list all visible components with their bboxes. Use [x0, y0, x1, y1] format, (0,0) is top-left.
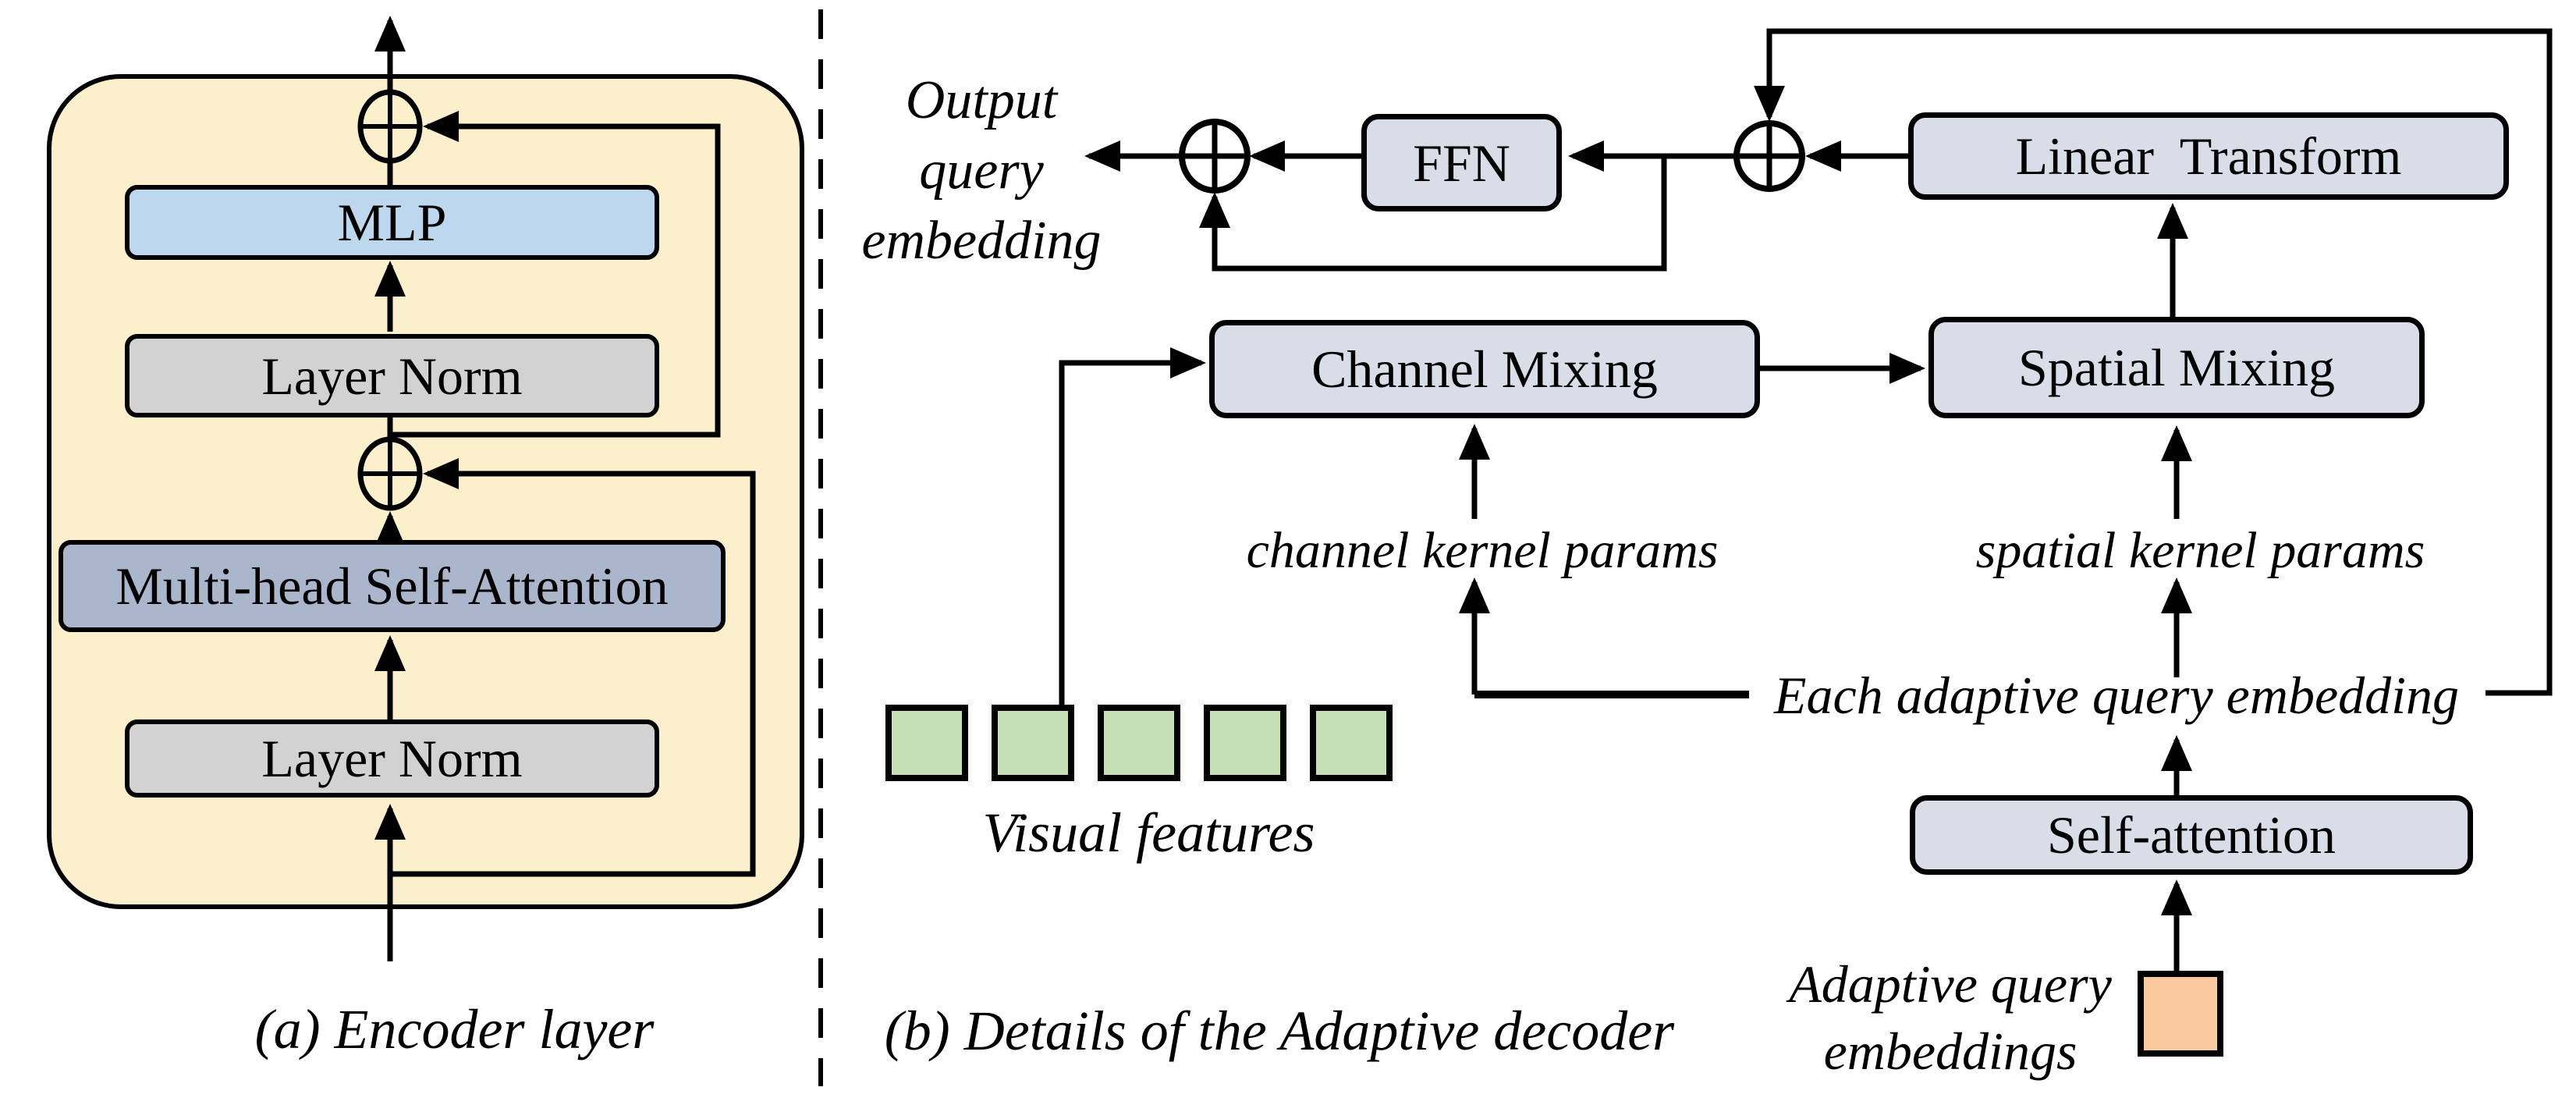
mlp-box-label: MLP — [337, 193, 447, 252]
linear-transform-box: Linear Transform — [1908, 112, 2509, 200]
add-icon — [357, 89, 423, 164]
adaptive-query-embedding-square — [2138, 971, 2223, 1057]
query-residual-loop — [1754, 28, 2553, 696]
msa-label: Multi-head Self-Attention — [115, 556, 669, 616]
visual-feature-square — [1310, 705, 1393, 781]
msa-residual-line — [390, 458, 756, 877]
add-icon — [1179, 119, 1251, 194]
add-icon — [1733, 120, 1805, 192]
output-query-embedding-label: Output query embedding — [861, 70, 1102, 271]
visual-feature-square — [1204, 705, 1286, 781]
layer-norm-bottom-label: Layer Norm — [261, 729, 523, 788]
visual-feature-square — [992, 705, 1074, 781]
layer-norm-bottom-box: Layer Norm — [125, 719, 659, 798]
spatial-mixing-label: Spatial Mixing — [2017, 338, 2336, 397]
channel-mixing-box: Channel Mixing — [1209, 320, 1760, 418]
add-icon — [357, 436, 423, 511]
mlp-box: MLP — [125, 185, 659, 260]
channel-kernel-params-label: channel kernel params — [1246, 522, 1719, 579]
visual-feature-square — [885, 705, 968, 781]
ffn-box: FFN — [1361, 114, 1562, 211]
visual-features-label: Visual features — [982, 801, 1315, 864]
ffn-residual-line — [1199, 156, 1667, 272]
layer-norm-top-label: Layer Norm — [261, 346, 523, 406]
multi-head-self-attention-box: Multi-head Self-Attention — [59, 540, 726, 632]
caption-encoder-layer: (a) Encoder layer — [254, 998, 655, 1060]
layer-norm-top-box: Layer Norm — [125, 334, 659, 417]
visual-features-arrow — [1059, 347, 1206, 705]
channel-mixing-label: Channel Mixing — [1311, 339, 1658, 399]
adaptive-query-embeddings-label: Adaptive query embeddings — [1789, 954, 2112, 1081]
spatial-kernel-params-label: spatial kernel params — [1975, 522, 2425, 579]
ffn-label: FFN — [1413, 133, 1510, 193]
linear-transform-label: Linear Transform — [2015, 126, 2402, 186]
self-attention-box: Self-attention — [1910, 795, 2473, 875]
each-adaptive-query-embedding-label: Each adaptive query embedding — [1773, 666, 2460, 725]
caption-adaptive-decoder: (b) Details of the Adaptive decoder — [884, 1000, 1675, 1062]
visual-feature-square — [1098, 705, 1180, 781]
spatial-mixing-box: Spatial Mixing — [1928, 317, 2425, 418]
mlp-residual-line — [390, 111, 721, 438]
self-attention-label: Self-attention — [2046, 805, 2336, 865]
